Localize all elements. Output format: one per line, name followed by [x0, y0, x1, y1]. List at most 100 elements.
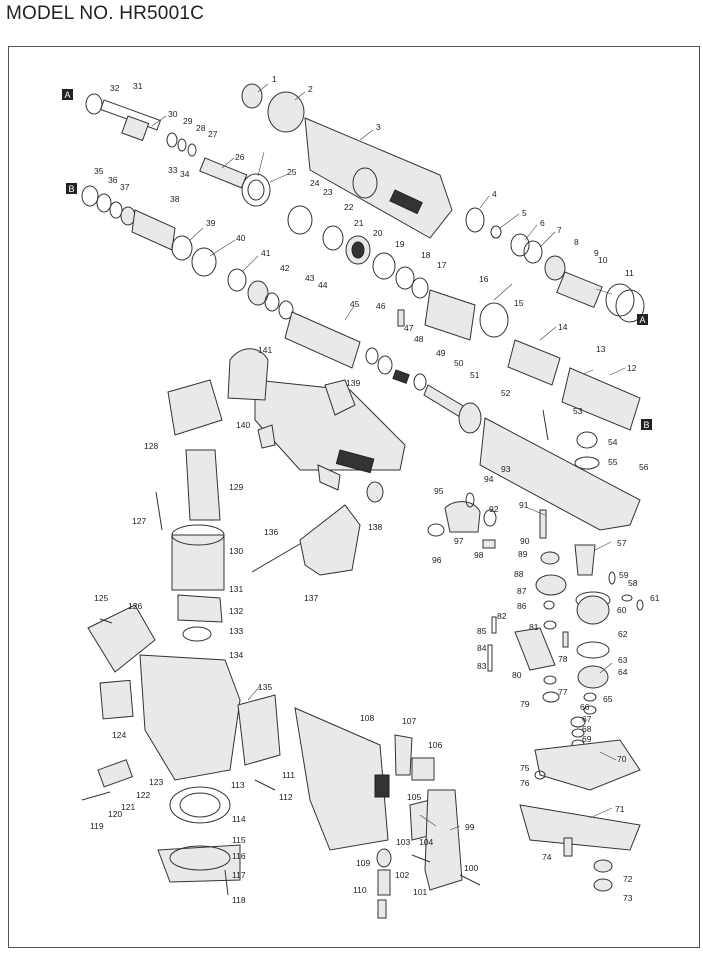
part-label: 61 — [650, 593, 660, 603]
part-label: 90 — [520, 536, 530, 546]
part-label: 130 — [229, 546, 243, 556]
part-label: 138 — [368, 522, 382, 532]
part-label: 39 — [206, 218, 216, 228]
part-label: 7 — [557, 225, 562, 235]
part-label: 70 — [617, 754, 627, 764]
part-label: 35 — [94, 166, 104, 176]
part-label: 62 — [618, 629, 628, 639]
part-label: 116 — [232, 851, 246, 861]
part-label: 64 — [618, 667, 628, 677]
part-label: 109 — [356, 858, 370, 868]
part-label: 25 — [287, 167, 297, 177]
part-label: 48 — [414, 334, 424, 344]
part-label: 123 — [149, 777, 163, 787]
part-label: 91 — [519, 500, 529, 510]
part-label: 72 — [623, 874, 633, 884]
part-label: 11 — [625, 268, 634, 278]
part-label: 86 — [517, 601, 527, 611]
part-label: 23 — [323, 187, 333, 197]
part-label: 54 — [608, 437, 618, 447]
part-number-labels: 1 2 3 4 5 6 7 8 9 10 11 12 13 14 15 16 1… — [90, 74, 660, 905]
part-label: 38 — [170, 194, 180, 204]
part-label: 126 — [128, 601, 142, 611]
part-label: 58 — [628, 578, 638, 588]
part-label: 120 — [108, 809, 122, 819]
part-label: 8 — [574, 237, 579, 247]
part-label: 137 — [304, 593, 318, 603]
part-label: 139 — [346, 378, 360, 388]
part-label: 69 — [582, 734, 592, 744]
part-label: 40 — [236, 233, 246, 243]
part-label: 125 — [94, 593, 108, 603]
part-label: 14 — [558, 322, 568, 332]
part-label: 127 — [132, 516, 146, 526]
part-label: 50 — [454, 358, 464, 368]
part-label: 97 — [454, 536, 464, 546]
part-label: 53 — [573, 406, 583, 416]
part-label: 82 — [497, 611, 507, 621]
part-label: 107 — [402, 716, 416, 726]
part-label: 29 — [183, 116, 193, 126]
part-drawings — [81, 83, 645, 919]
part-label: 73 — [623, 893, 633, 903]
part-label: 24 — [310, 178, 320, 188]
marker-b-right: B — [643, 420, 649, 430]
part-label: 46 — [376, 301, 386, 311]
part-label: 93 — [501, 464, 511, 474]
part-label: 74 — [542, 852, 552, 862]
part-label: 37 — [120, 182, 130, 192]
part-label: 132 — [229, 606, 243, 616]
part-label: 44 — [318, 280, 328, 290]
part-label: 78 — [558, 654, 568, 664]
part-label: 89 — [518, 549, 528, 559]
part-label: 9 — [594, 248, 599, 258]
part-label: 111 — [282, 770, 295, 780]
part-label: 71 — [615, 804, 625, 814]
part-label: 36 — [108, 175, 118, 185]
part-label: 67 — [582, 714, 592, 724]
part-label: 98 — [474, 550, 484, 560]
part-label: 42 — [280, 263, 290, 273]
part-label: 20 — [373, 228, 383, 238]
part-label: 66 — [580, 702, 590, 712]
part-label: 117 — [232, 870, 246, 880]
part-label: 60 — [617, 605, 627, 615]
part-label: 28 — [196, 123, 206, 133]
part-label: 115 — [232, 835, 246, 845]
part-label: 2 — [308, 84, 313, 94]
part-label: 26 — [235, 152, 245, 162]
part-label: 87 — [517, 586, 527, 596]
part-label: 140 — [236, 420, 250, 430]
part-label: 113 — [231, 780, 245, 790]
part-label: 112 — [279, 792, 293, 802]
part-label: 13 — [596, 344, 606, 354]
part-label: 135 — [258, 682, 272, 692]
part-label: 100 — [464, 863, 478, 873]
part-label: 34 — [180, 169, 190, 179]
part-label: 56 — [639, 462, 649, 472]
section-markers: A B A B — [62, 89, 652, 430]
part-label: 80 — [512, 670, 522, 680]
part-label: 121 — [121, 802, 135, 812]
part-label: 83 — [477, 661, 487, 671]
part-label: 95 — [434, 486, 444, 496]
part-label: 41 — [261, 248, 271, 258]
part-label: 101 — [413, 887, 427, 897]
part-label: 12 — [627, 363, 637, 373]
part-label: 17 — [437, 260, 447, 270]
part-label: 65 — [603, 694, 613, 704]
page-title: MODEL NO. HR5001C — [6, 3, 205, 24]
part-label: 68 — [582, 724, 592, 734]
part-label: 27 — [208, 129, 218, 139]
part-label: 141 — [258, 345, 272, 355]
part-label: 5 — [522, 208, 527, 218]
part-label: 1 — [272, 74, 277, 84]
part-label: 63 — [618, 655, 628, 665]
part-label: 128 — [144, 441, 158, 451]
part-label: 51 — [470, 370, 480, 380]
part-label: 55 — [608, 457, 618, 467]
part-label: 119 — [90, 821, 104, 831]
part-label: 4 — [492, 189, 497, 199]
part-label: 94 — [484, 474, 494, 484]
